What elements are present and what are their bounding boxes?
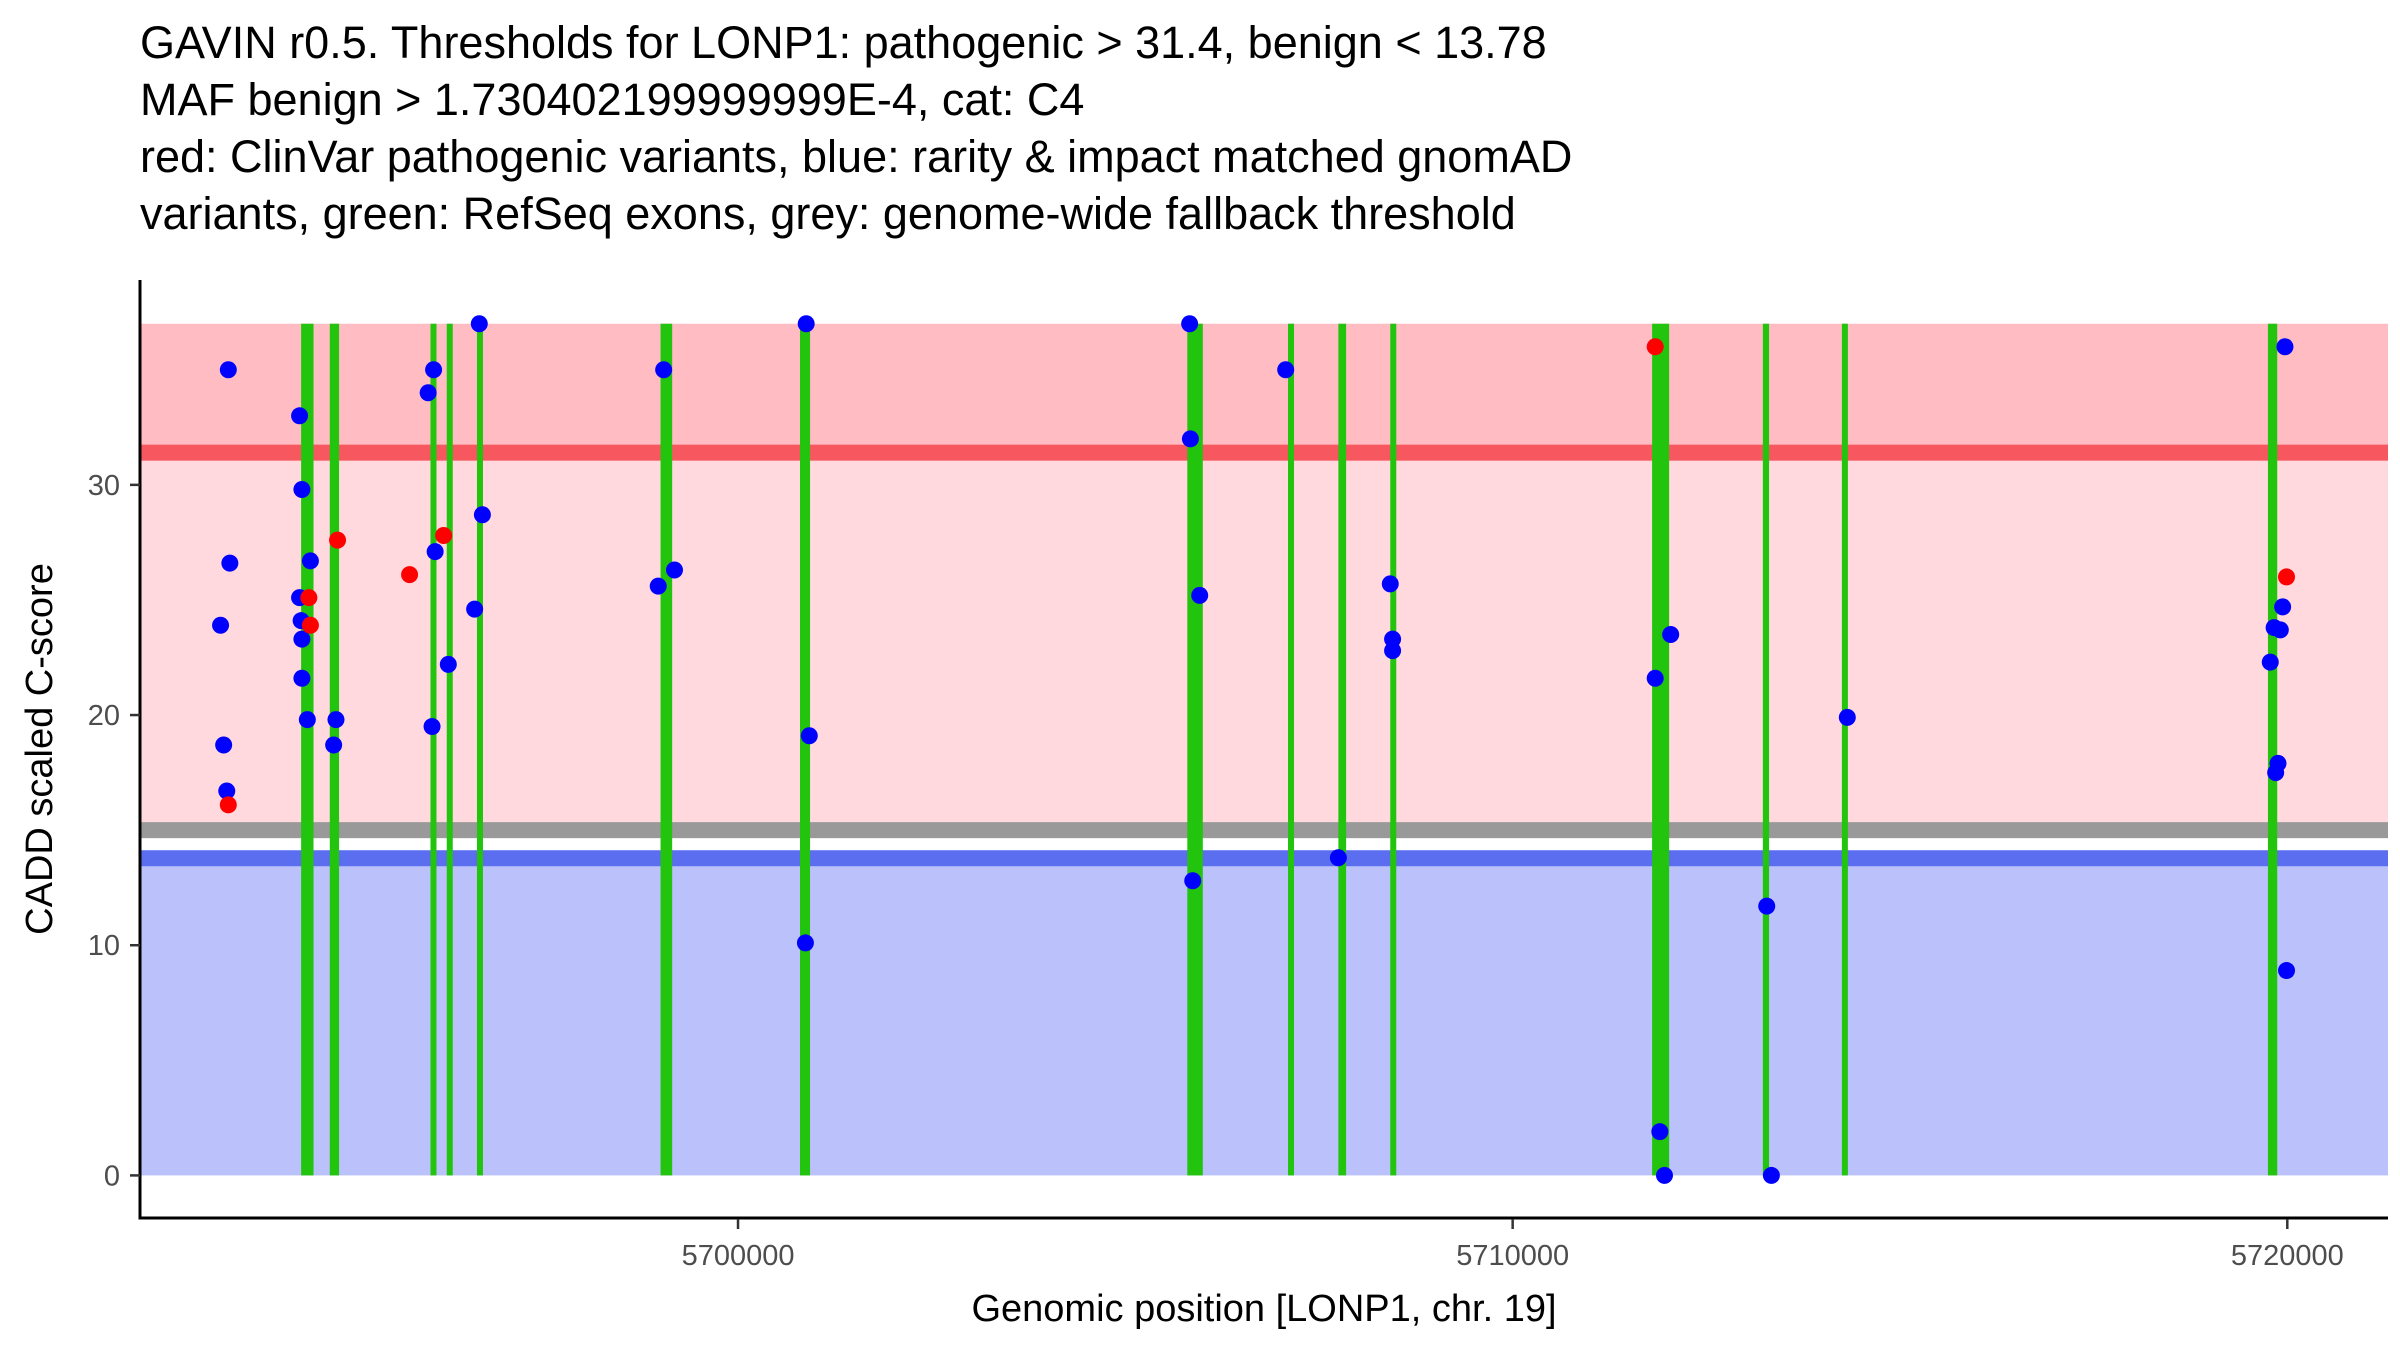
title-line-4: variants, green: RefSeq exons, grey: gen… [140,188,1516,239]
gnomad-variant-point [325,736,343,754]
fallback-threshold-line [140,822,2388,839]
x-axis-title: Genomic position [LONP1, chr. 19] [971,1288,1556,1330]
x-tick-label: 5720000 [2231,1240,2344,1272]
gnomad-variant-point [439,655,457,673]
exon-bars [301,323,2278,1176]
gnomad-variant-point [1646,669,1664,687]
chart-title: GAVIN r0.5. Thresholds for LONP1: pathog… [140,14,1572,242]
gnomad-variant-point [2261,653,2279,671]
variant-points [212,315,2296,1184]
gnomad-variant-point [796,934,814,952]
gnomad-variant-point [1651,1123,1669,1141]
benign-threshold-line [140,850,2388,867]
exon-bar [301,323,314,1176]
exon-bar [476,323,483,1176]
clinvar-pathogenic-point [435,527,453,545]
gnomad-variant-point [1838,708,1856,726]
gnomad-variant-point [423,718,441,736]
gnomad-variant-point [219,361,237,379]
exon-bar [2267,323,2278,1176]
pathogenic-upper-band [140,323,2388,453]
gnomad-variant-point [1381,575,1399,593]
clinvar-pathogenic-point [1646,338,1664,356]
title-line-2: MAF benign > 1.730402199999999E-4, cat: … [140,74,1085,125]
gnomad-variant-point [1329,849,1347,867]
gnomad-variant-point [1191,586,1209,604]
gnomad-variant-point [293,480,311,498]
exon-bar [430,323,437,1176]
gnomad-variant-point [215,736,233,754]
gnomad-variant-point [212,616,230,634]
gnomad-variant-point [797,315,815,333]
axis-ticks: 5700000 5710000 5720000 0 10 20 30 [88,470,2344,1272]
title-line-1: GAVIN r0.5. Thresholds for LONP1: pathog… [140,17,1547,68]
exon-bar [799,323,811,1176]
exon-bar [1288,323,1295,1176]
gnomad-variant-point [327,711,345,729]
exon-bar [1841,323,1848,1176]
x-tick-label: 5710000 [1456,1240,1569,1272]
threshold-lines [140,444,2388,867]
gnomad-variant-point [1762,1166,1780,1184]
exon-bar [1390,323,1397,1176]
gnomad-variant-point [293,630,311,648]
gnomad-variant-point [426,543,444,561]
gnomad-variant-point [473,506,491,524]
exon-bar [660,323,673,1176]
gnomad-variant-point [1384,642,1402,660]
gnomad-variant-point [1758,897,1776,915]
gnomad-variant-point [1184,872,1202,890]
gnomad-variant-point [649,577,667,595]
gnomad-variant-point [293,669,311,687]
gnomad-variant-point [2278,962,2296,980]
gnomad-variant-point [1277,361,1295,379]
clinvar-pathogenic-point [219,796,237,814]
y-tick-label: 0 [104,1160,120,1192]
gnomad-variant-point [466,600,484,618]
gnomad-variant-point [2271,621,2289,639]
y-axis-title: CADD scaled C-score [19,563,61,935]
exon-bar [1762,323,1770,1176]
gnomad-variant-point [221,554,239,572]
pathogenic-band [140,452,2388,824]
exon-bar [446,323,453,1176]
exon-bar [1187,323,1203,1176]
clinvar-pathogenic-point [301,616,319,634]
y-tick-label: 30 [88,470,120,502]
clinvar-pathogenic-point [2278,568,2296,586]
y-tick-label: 20 [88,700,120,732]
gnomad-variant-point [1655,1166,1673,1184]
gnomad-variant-point [1181,315,1199,333]
threshold-bands [140,323,2388,1176]
gnomad-variant-point [2269,754,2287,772]
gnomad-variant-point [301,552,319,570]
gnomad-variant-point [2274,598,2292,616]
title-line-3: red: ClinVar pathogenic variants, blue: … [140,131,1573,182]
exon-bar [1338,323,1347,1176]
pathogenic-threshold-line [140,444,2388,461]
x-tick-label: 5700000 [682,1240,795,1272]
clinvar-pathogenic-point [401,566,419,584]
gnomad-variant-point [2276,338,2294,356]
gnomad-variant-point [425,361,443,379]
y-tick-label: 10 [88,930,120,962]
clinvar-pathogenic-point [329,531,347,549]
gnomad-variant-point [666,561,684,579]
axes [138,280,2388,1220]
gnomad-variant-point [419,384,437,402]
exon-bar [1652,323,1670,1176]
gnomad-variant-point [1662,625,1680,643]
gnomad-variant-point [218,782,236,800]
gnomad-variant-point [655,361,673,379]
gnomad-variant-point [298,711,316,729]
clinvar-pathogenic-point [300,589,318,607]
gnomad-variant-point [800,727,818,745]
gnomad-variant-point [470,315,488,333]
gnomad-variant-point [291,407,309,425]
gnomad-variant-point [1181,430,1199,448]
benign-band [140,858,2388,1176]
